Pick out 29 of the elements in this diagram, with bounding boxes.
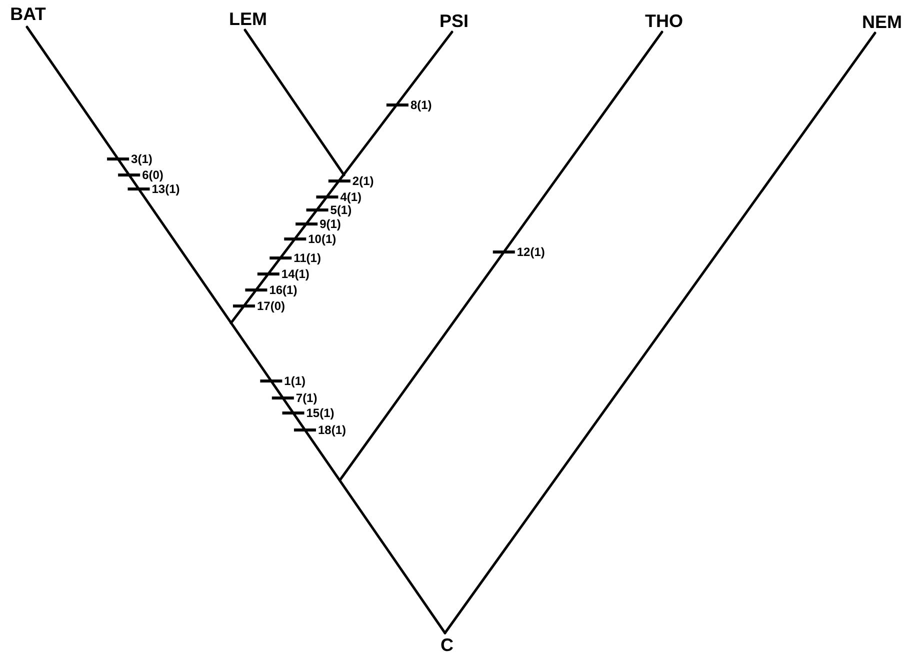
character-label: 10(1) [308,233,336,245]
taxon-label: LEM [229,10,267,28]
branch-line [338,30,664,482]
branch-line [26,26,446,634]
character-label: 13(1) [152,183,180,195]
character-label: 4(1) [340,191,362,203]
character-label: 3(1) [131,153,152,165]
character-label: 18(1) [318,424,346,436]
taxon-label: BAT [10,5,46,23]
character-label: 2(1) [352,175,374,187]
character-label: 7(1) [296,392,318,404]
character-label: 12(1) [516,246,545,258]
branch-line [244,28,346,176]
character-label: 8(1) [410,99,432,111]
taxon-label: NEM [862,13,902,31]
character-label: 6(0) [142,169,164,181]
branch-line [230,30,454,324]
taxon-label: PSI [440,12,468,30]
taxon-label: C [440,636,454,654]
character-label: 1(1) [284,375,306,387]
branch-line [444,32,876,634]
character-label: 5(1) [330,204,352,216]
character-label: 9(1) [320,218,341,230]
taxon-label: THO [645,12,683,30]
character-label: 17(0) [256,300,285,312]
character-label: 11(1) [294,252,321,264]
character-label: 16(1) [269,284,298,296]
character-label: 15(1) [306,407,334,419]
character-label: 14(1) [281,268,310,280]
